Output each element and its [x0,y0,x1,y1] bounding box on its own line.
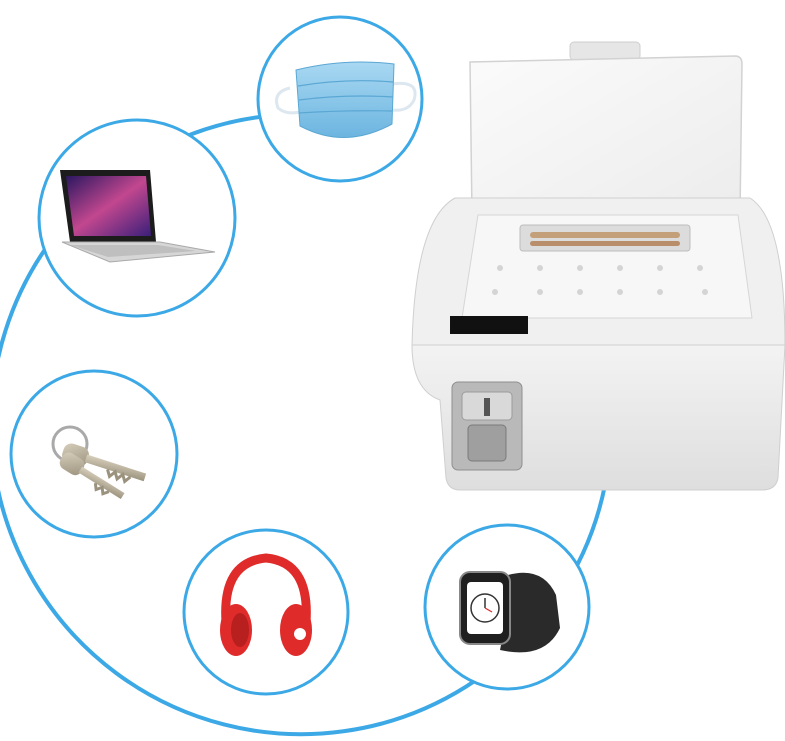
laptop-item [37,118,237,318]
coin-slot [451,381,523,471]
face-mask-item [256,15,424,183]
uv-lamp [519,224,691,252]
laptop-icon [60,170,216,263]
headphones-item [182,528,350,696]
display-panel [450,316,528,334]
smartwatch-item [423,523,591,691]
smartwatch-icon [459,571,560,653]
uv-sterilizer-device [411,41,785,491]
face-mask-icon [275,61,417,138]
headphones-icon [220,553,312,656]
keys-item [9,369,179,539]
keys-icon [51,425,147,500]
